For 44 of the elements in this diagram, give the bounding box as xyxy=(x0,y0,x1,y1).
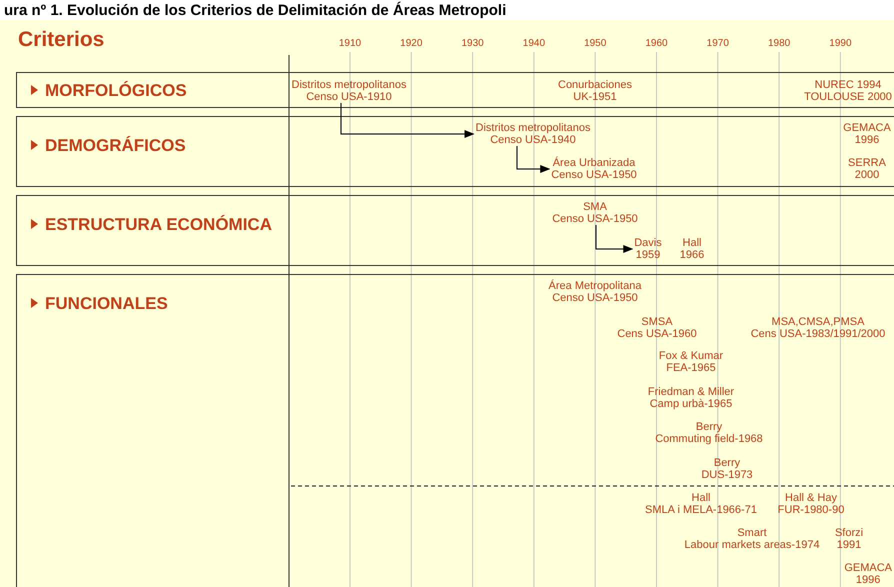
timeline-entry: Fox & Kumar FEA-1965 xyxy=(658,350,724,374)
category-heading: FUNCIONALES xyxy=(45,294,168,314)
timeline-entry: Área Urbanizada Censo USA-1950 xyxy=(551,157,637,181)
timeline-entry: Berry DUS-1973 xyxy=(701,457,753,481)
category-band xyxy=(16,274,894,587)
category-heading: ESTRUCTURA ECONÓMICA xyxy=(45,215,272,235)
timeline-entry: Friedman & Miller Camp urbà-1965 xyxy=(648,386,734,410)
year-label: 1980 xyxy=(768,38,790,49)
figure-title: ura nº 1. Evolución de los Criterios de Delimitación de Áreas Metropoli xyxy=(4,1,506,20)
timeline-entry: SMSA Cens USA-1960 xyxy=(617,316,697,340)
timeline-entry: Berry Commuting field-1968 xyxy=(655,421,763,445)
timeline-entry: GEMACA 1996 xyxy=(843,122,891,146)
category-heading: MORFOLÓGICOS xyxy=(45,81,187,101)
arrow xyxy=(516,146,550,173)
category-band xyxy=(16,72,894,108)
year-label: 1940 xyxy=(522,38,546,49)
year-label: 1960 xyxy=(645,38,668,49)
timeline-entry: SMA Censo USA-1950 xyxy=(552,201,638,225)
year-label: 1950 xyxy=(584,38,606,49)
timeline-entry: Smart Labour markets areas-1974 xyxy=(684,527,820,551)
timeline-entry: Distritos metropolitanos Censo USA-1940 xyxy=(476,122,590,146)
arrow xyxy=(596,224,634,253)
timeline-entry: Distritos metropolitanos Censo USA-1910 xyxy=(292,79,406,103)
timeline-entry: Conurbaciones UK-1951 xyxy=(558,79,632,103)
timeline-entry: SERRA 2000 xyxy=(848,157,886,181)
year-label: 1920 xyxy=(400,38,422,49)
timeline-entry: Hall SMLA i MELA-1966-71 xyxy=(645,492,757,516)
category-heading: DEMOGRÁFICOS xyxy=(45,136,186,156)
timeline-entry: Área Metropolitana Censo USA-1950 xyxy=(548,280,642,304)
timeline-entry: Sforzi 1991 xyxy=(834,527,864,551)
timeline-entry: MSA,CMSA,PMSA Cens USA-1983/1991/2000 xyxy=(750,316,886,340)
year-label: 1970 xyxy=(706,38,729,49)
timeline-entry: Davis 1959 xyxy=(634,237,662,261)
year-label: 1930 xyxy=(461,38,484,49)
arrow xyxy=(340,102,475,138)
year-label: 1910 xyxy=(338,38,362,49)
timeline-entry: Hall & Hay FUR-1980-90 xyxy=(778,492,844,516)
timeline-entry: NUREC 1994 TOULOUSE 2000 xyxy=(804,79,892,103)
category-band xyxy=(16,195,894,266)
timeline-entry: Hall 1966 xyxy=(680,237,704,261)
column-heading: Criterios xyxy=(18,28,104,52)
year-label: 1990 xyxy=(829,38,852,49)
category-band xyxy=(16,116,894,187)
timeline-entry: GEMACA 1996 xyxy=(844,562,892,586)
